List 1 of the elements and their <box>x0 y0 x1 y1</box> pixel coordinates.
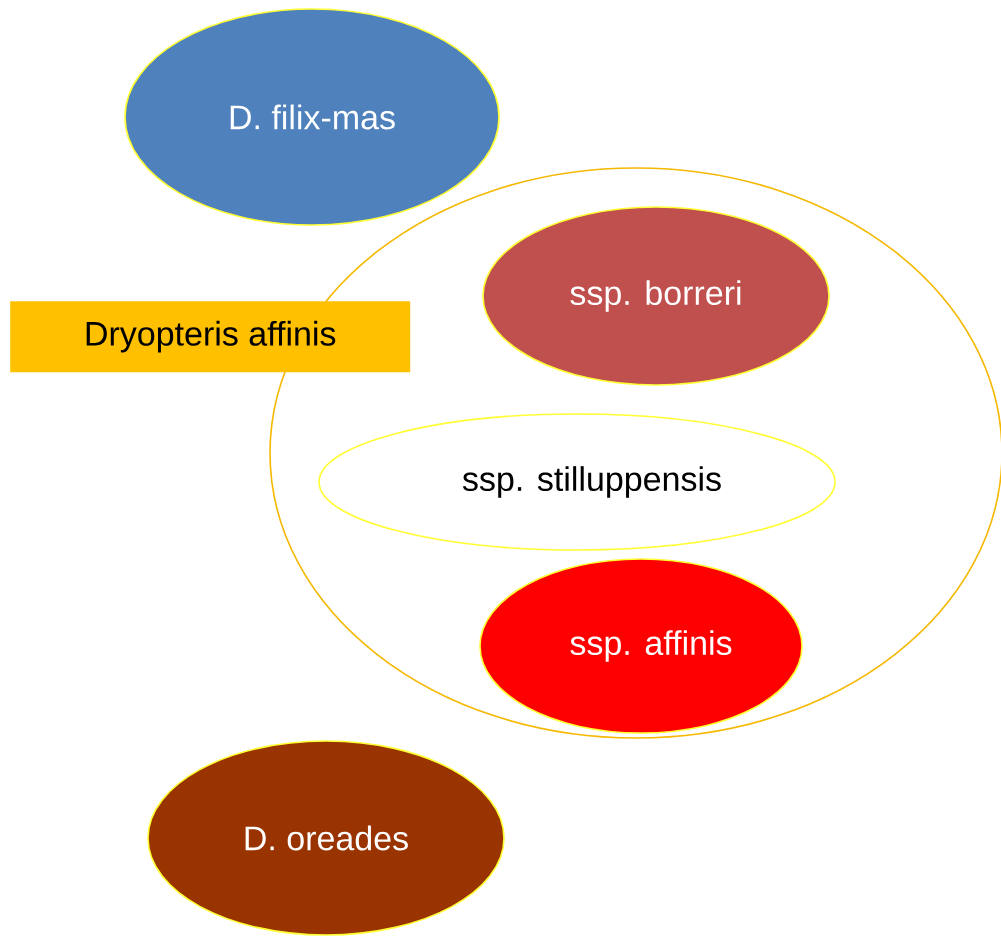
heading-label: Dryopteris affinis <box>10 301 411 373</box>
